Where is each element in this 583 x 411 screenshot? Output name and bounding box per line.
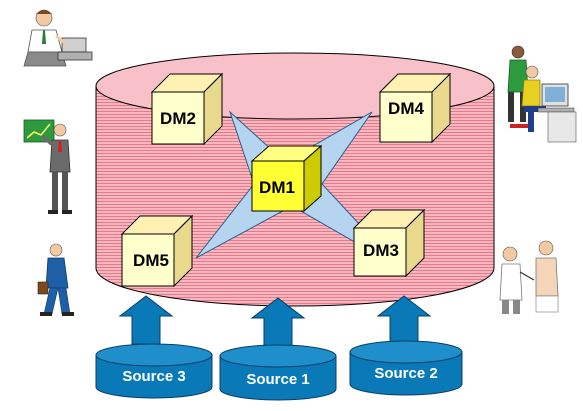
dm2-cube[interactable]: DM2	[150, 72, 224, 146]
source2-label: Source 2	[374, 365, 437, 382]
source1-label: Source 1	[246, 371, 309, 388]
dm1-label: DM1	[259, 178, 295, 197]
source1-database[interactable]: Source 1	[219, 344, 337, 401]
dm4-label: DM4	[388, 99, 424, 118]
arrow-source2	[376, 295, 432, 343]
dm2-label: DM2	[160, 109, 196, 128]
dm5-label: DM5	[133, 251, 169, 270]
source3-label: Source 3	[122, 368, 185, 385]
doctor-and-patient-icon	[499, 240, 559, 314]
arrow-source1	[250, 297, 306, 347]
arrow-source3	[118, 295, 174, 345]
dm3-cube[interactable]: DM3	[352, 208, 426, 278]
dm5-cube[interactable]: DM5	[120, 214, 194, 288]
source3-database[interactable]: Source 3	[95, 343, 213, 399]
dm1-cube[interactable]: DM1	[250, 144, 323, 213]
dm4-cube[interactable]: DM4	[378, 72, 452, 144]
source2-database[interactable]: Source 2	[349, 340, 463, 396]
businessman-with-device-icon	[23, 9, 93, 67]
walking-man-with-briefcase-icon	[37, 243, 74, 316]
two-people-at-computer-icon	[507, 45, 577, 143]
presenter-at-chart-icon	[23, 119, 72, 214]
dm3-label: DM3	[363, 241, 399, 260]
